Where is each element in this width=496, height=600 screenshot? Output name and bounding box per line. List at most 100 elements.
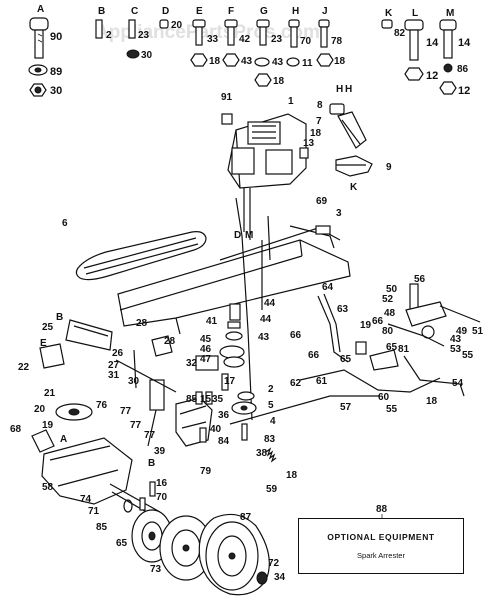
hw-a-num-3: 30 — [50, 85, 62, 97]
callout: 61 — [316, 376, 328, 387]
callout: H — [336, 84, 343, 95]
tire — [198, 513, 270, 596]
callout: 25 — [42, 322, 54, 333]
callout: 77 — [120, 406, 132, 417]
callout: 48 — [384, 308, 396, 319]
hw-h-num-2: 11 — [302, 58, 313, 69]
callout: 66 — [372, 316, 384, 327]
hw-f-num-2: 43 — [241, 56, 253, 67]
hw-k-num-1: 82 — [394, 28, 406, 39]
callout: 18 — [286, 470, 298, 481]
callout: K — [350, 182, 358, 193]
muffler-assembly — [329, 103, 373, 177]
optional-equipment-box: OPTIONAL EQUIPMENT Spark Arrester — [298, 518, 464, 574]
callout: 8 — [317, 100, 323, 111]
callout: 59 — [266, 484, 278, 495]
callout: 55 — [462, 350, 474, 361]
callout: 18 — [310, 128, 322, 139]
callout: 20 — [34, 404, 46, 415]
callout: 17 — [224, 376, 236, 387]
callout: 28 — [136, 318, 148, 329]
callout: 55 — [386, 404, 398, 415]
chassis-frame — [117, 225, 351, 335]
hardware-c: C 23 30 — [126, 6, 153, 61]
callout: 38 — [256, 448, 268, 459]
callout: 54 — [452, 378, 464, 389]
callout-labels: 91 1 8 H H 7 18 13 9 K 6 D M 69 3 64 63 … — [10, 84, 484, 583]
callout: 69 — [316, 196, 328, 207]
hw-letter-j: J — [322, 6, 328, 17]
hw-letter-a: A — [37, 4, 44, 15]
callout: 77 — [144, 430, 156, 441]
callout: 15 — [200, 394, 212, 405]
clutch-lever — [387, 283, 481, 347]
callout: 43 — [450, 334, 462, 345]
callout: 68 — [10, 424, 22, 435]
hardware-h: H 70 11 — [286, 6, 313, 69]
hw-letter-b: B — [98, 6, 105, 17]
callout: 28 — [164, 336, 176, 347]
callout: 6 — [62, 218, 68, 229]
callout: 72 — [268, 558, 280, 569]
hardware-f: F 42 43 — [222, 6, 253, 67]
callout: 60 — [378, 392, 390, 403]
axle-nut — [256, 571, 268, 585]
engine-assembly — [221, 113, 309, 240]
hw-letter-g: G — [260, 6, 268, 17]
callout: 83 — [264, 434, 276, 445]
callout: 50 — [386, 284, 398, 295]
hw-letter-c: C — [131, 6, 138, 17]
callout: 1 — [288, 96, 294, 107]
callout: 57 — [340, 402, 352, 413]
hw-a-num-2: 89 — [50, 66, 62, 78]
hw-letter-k: K — [385, 8, 393, 19]
hardware-m: M 14 86 12 — [439, 8, 471, 97]
callout: 62 — [290, 378, 302, 389]
callout: 79 — [200, 466, 212, 477]
hw-l-num-1: 14 — [426, 37, 439, 49]
callout: 81 — [398, 344, 410, 355]
callout: 45 — [200, 334, 212, 345]
callout: 49 — [456, 326, 468, 337]
callout: 71 — [88, 506, 100, 517]
hardware-g: G 23 43 18 — [254, 6, 285, 87]
callout: 47 — [200, 354, 212, 365]
drive-belt — [75, 231, 207, 281]
shift-linkage — [39, 319, 177, 393]
center-hardware — [139, 303, 248, 511]
callout: 41 — [206, 316, 218, 327]
callout: 32 — [186, 358, 198, 369]
callout: 21 — [44, 388, 56, 399]
hw-letter-e: E — [196, 6, 203, 17]
hw-a-num-1: 90 — [50, 31, 62, 43]
callout: 3 — [336, 208, 342, 219]
hw-e-num-1: 33 — [207, 34, 219, 45]
callout: E — [40, 338, 47, 349]
hardware-k: K 82 — [381, 8, 406, 39]
hw-e-num-2: 18 — [209, 56, 221, 67]
callout: 64 — [322, 282, 334, 293]
callout: 13 — [303, 138, 315, 149]
hw-letter-h: H — [292, 6, 299, 17]
callout: 84 — [218, 436, 230, 447]
hw-j-num-1: 78 — [331, 36, 343, 47]
hw-g-num-3: 18 — [273, 76, 285, 87]
hw-c-num-2: 30 — [141, 50, 153, 61]
hw-letter-l: L — [412, 8, 418, 19]
hw-m-num-2: 86 — [457, 64, 469, 75]
hardware-legend: A 90 89 30 B 2 C 23 30 D 20 — [28, 4, 471, 97]
callout: 53 — [450, 344, 462, 355]
callout: 44 — [264, 298, 276, 309]
callout: 85 — [96, 522, 108, 533]
brake-linkage — [229, 293, 465, 425]
callout: 77 — [130, 420, 142, 431]
callout: 7 — [316, 116, 322, 127]
callout: 19 — [360, 320, 372, 331]
callout: 65 — [340, 354, 352, 365]
callout: 22 — [18, 362, 30, 373]
callout: 91 — [221, 92, 233, 103]
callout: 66 — [308, 350, 320, 361]
callout: 4 — [270, 416, 276, 427]
callout: 43 — [258, 332, 270, 343]
spring — [265, 447, 277, 463]
